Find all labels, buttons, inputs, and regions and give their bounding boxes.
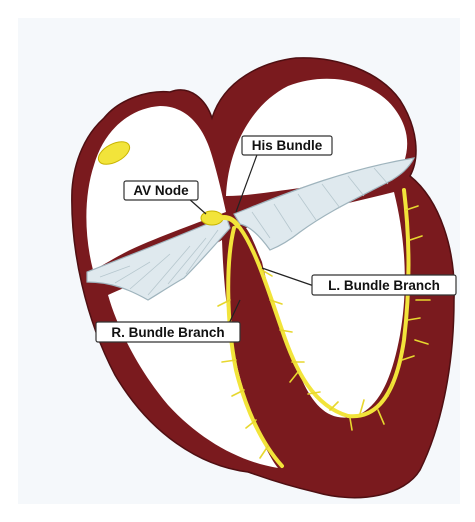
av-node-callout: AV Node xyxy=(124,181,198,200)
his-bundle-label: His Bundle xyxy=(252,138,323,153)
left-bundle-branch-callout: L. Bundle Branch xyxy=(312,275,456,295)
av-node-label: AV Node xyxy=(133,183,189,198)
left-bundle-branch-label: L. Bundle Branch xyxy=(328,278,440,293)
right-bundle-branch-callout: R. Bundle Branch xyxy=(96,322,240,342)
right-bundle-branch-label: R. Bundle Branch xyxy=(111,325,224,340)
his-bundle-callout: His Bundle xyxy=(242,136,332,155)
